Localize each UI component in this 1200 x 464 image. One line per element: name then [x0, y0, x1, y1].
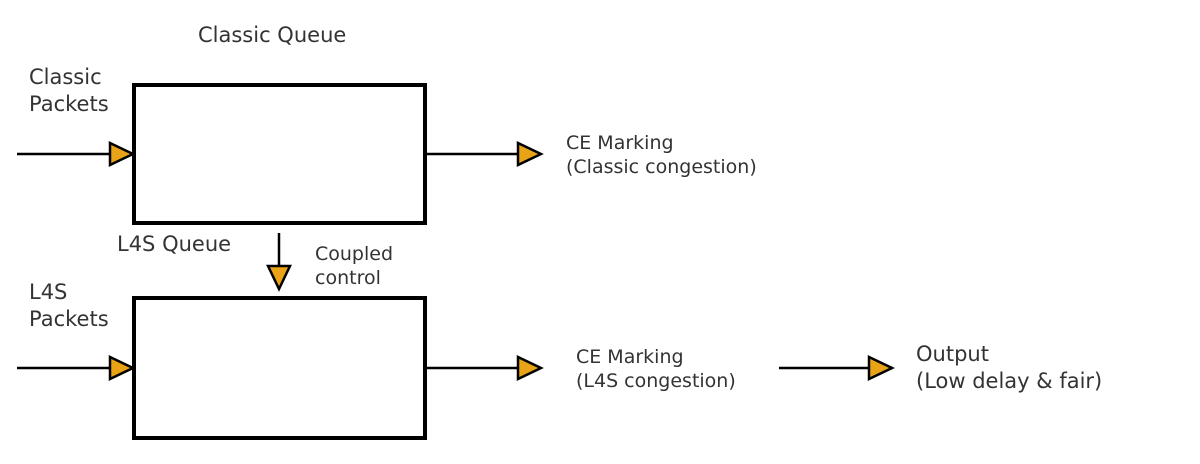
classic-ce-marking-label-line1: CE Marking — [566, 132, 674, 154]
l4s-queue-title: L4S Queue — [117, 232, 231, 256]
l4s-ce-marking-label-line2: (L4S congestion) — [576, 370, 736, 392]
coupled-control-label-line1: Coupled — [315, 243, 393, 265]
output-label-line2: (Low delay & fair) — [916, 369, 1102, 393]
classic-packets-label-line1: Classic — [29, 65, 102, 89]
l4s-ce-marking-label-line1: CE Marking — [576, 346, 684, 368]
classic-queue-box — [132, 83, 427, 225]
output-label-line1: Output — [916, 342, 989, 366]
classic-packets-label-line2: Packets — [29, 92, 109, 116]
classic-output-arrowhead-icon — [516, 141, 544, 167]
coupled-control-arrowhead-icon — [266, 264, 292, 292]
l4s-input-arrowhead-icon — [108, 355, 136, 381]
classic-input-arrowhead-icon — [108, 141, 136, 167]
l4s-output-arrowhead-icon — [516, 355, 544, 381]
classic-ce-marking-label-line2: (Classic congestion) — [566, 156, 757, 178]
coupled-control-label-line2: control — [315, 267, 381, 289]
l4s-queue-box — [132, 296, 427, 440]
classic-queue-title: Classic Queue — [198, 23, 346, 47]
l4s-packets-label-line1: L4S — [29, 280, 67, 304]
output-arrowhead-icon — [867, 355, 895, 381]
l4s-packets-label-line2: Packets — [29, 307, 109, 331]
